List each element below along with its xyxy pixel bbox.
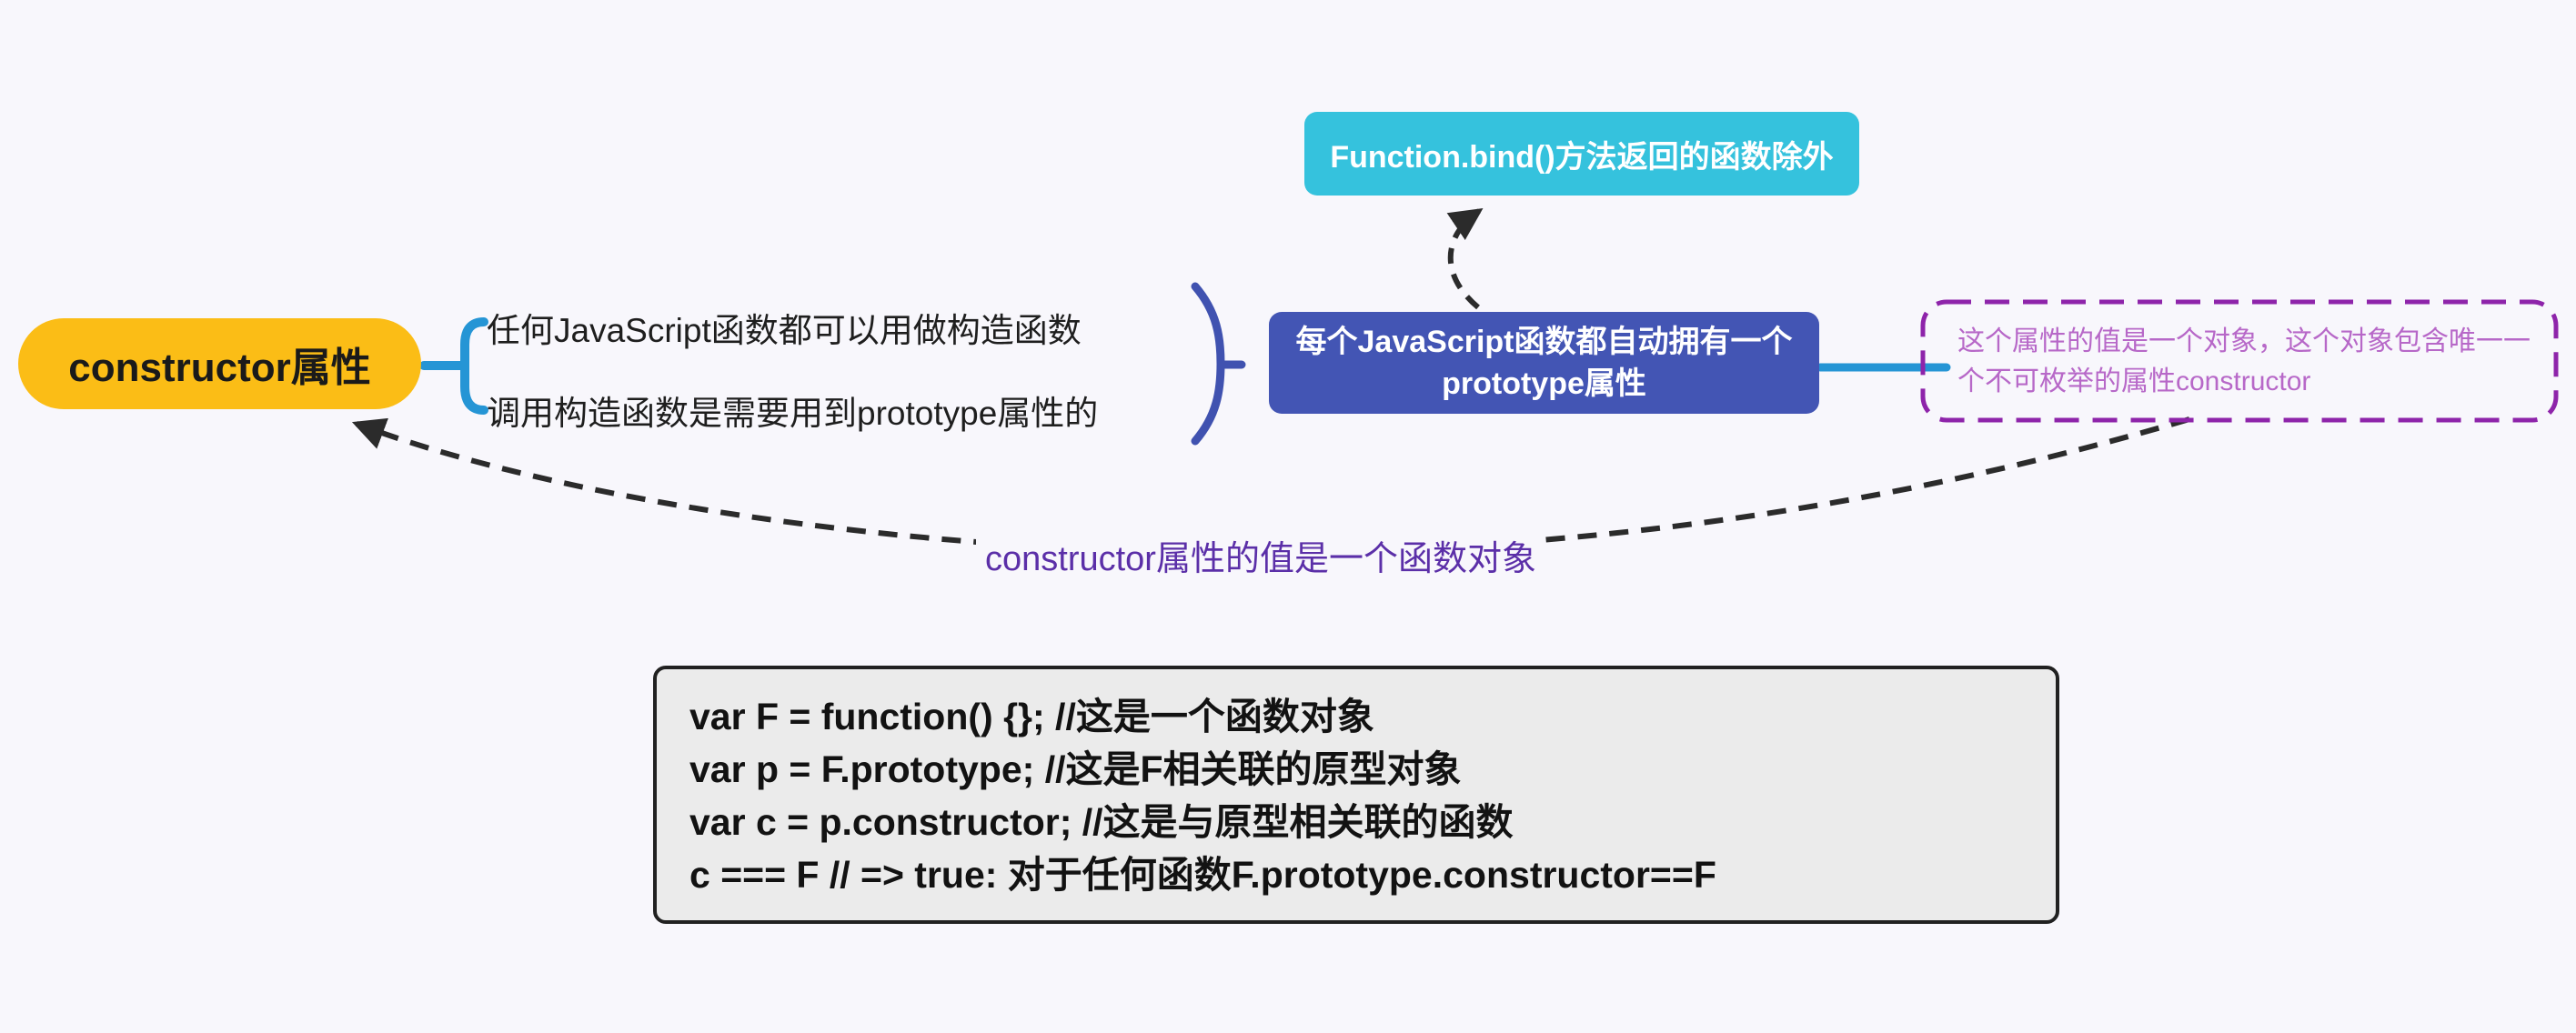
node-bind-exception-label: Function.bind()方法返回的函数除外: [1330, 139, 1834, 175]
node-root[interactable]: constructor属性: [18, 318, 421, 409]
dashed-arrow-label: constructor属性的值是一个函数对象: [976, 528, 1545, 582]
edge-root-to-branches: [419, 317, 488, 415]
node-constructor-note-line-1: 这个属性的值是一个对象，这个对象包含唯一一: [1957, 326, 2531, 356]
dashed-arrow-prototype-to-bind-exception: [1446, 207, 1484, 310]
node-prototype-line-1: 每个JavaScript函数都自动拥有一个: [1295, 325, 1793, 359]
node-root-label: constructor属性: [68, 346, 371, 390]
node-constructor-note[interactable]: 这个属性的值是一个对象，这个对象包含唯一一 个不可枚举的属性constructo…: [1957, 322, 2540, 402]
note-node-border: [1920, 299, 2559, 423]
code-block[interactable]: var F = function() {}; //这是一个函数对象 var p …: [653, 666, 2059, 924]
code-line-3: var c = p.constructor; //这是与原型相关联的函数: [689, 801, 1514, 843]
node-bind-exception[interactable]: Function.bind()方法返回的函数除外: [1304, 112, 1859, 196]
node-prototype-line-2: prototype属性: [1442, 366, 1646, 401]
node-prototype[interactable]: 每个JavaScript函数都自动拥有一个 prototype属性: [1269, 312, 1819, 414]
brace-branches-to-prototype: [1191, 282, 1246, 446]
code-line-1: var F = function() {}; //这是一个函数对象: [689, 696, 1374, 737]
node-constructor-note-line-2: 个不可枚举的属性constructor: [1957, 366, 2311, 396]
branch-statement-2[interactable]: 调用构造函数是需要用到prototype属性的: [487, 395, 1099, 432]
code-line-4: c === F // => true: 对于任何函数F.prototype.co…: [689, 854, 1716, 896]
code-line-2: var p = F.prototype; //这是F相关联的原型对象: [689, 748, 1462, 790]
branch-statement-1[interactable]: 任何JavaScript函数都可以用做构造函数: [487, 312, 1082, 349]
